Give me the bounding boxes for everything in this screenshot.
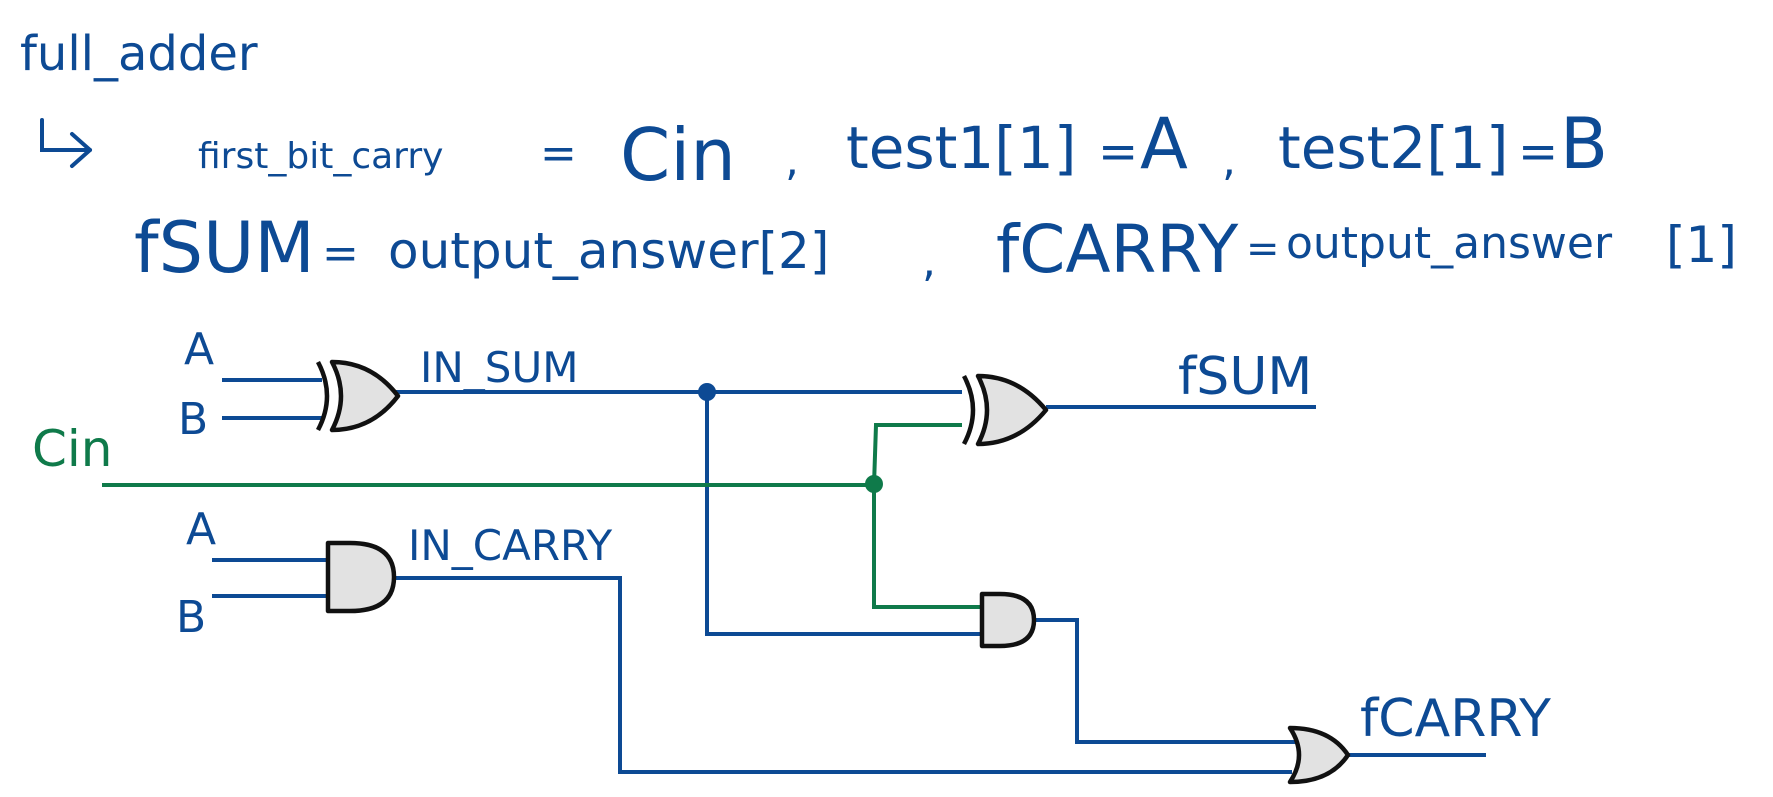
comma-3: , bbox=[922, 236, 936, 287]
junction-cin bbox=[865, 475, 883, 493]
label-input-a-bottom: A bbox=[186, 504, 216, 555]
title-full-adder: full_adder bbox=[20, 26, 258, 82]
label-fcarry-output: fCARRY bbox=[1360, 689, 1551, 749]
and-gate-2 bbox=[979, 591, 1037, 649]
wire-cin-to-xor2 bbox=[872, 423, 962, 486]
or-gate bbox=[1287, 725, 1351, 785]
label-input-b-bottom: B bbox=[176, 592, 206, 643]
label-in-carry: IN_CARRY bbox=[408, 521, 613, 570]
output-answer-text: output_answer bbox=[1286, 218, 1613, 269]
equals-3: = bbox=[1518, 124, 1558, 180]
b-text: B bbox=[1560, 103, 1608, 185]
test2-text: test2[1] bbox=[1278, 114, 1508, 182]
equals-4: = bbox=[322, 228, 359, 279]
label-fsum-output: fSUM bbox=[1178, 347, 1312, 407]
test1-text: test1[1] bbox=[846, 114, 1076, 182]
wire-in-carry bbox=[394, 576, 1292, 774]
wire-cin-to-and2 bbox=[872, 485, 980, 609]
arrow-icon bbox=[40, 118, 92, 168]
label-cin: Cin bbox=[32, 420, 113, 478]
comma-1: , bbox=[785, 135, 799, 186]
wire-and2-out bbox=[1034, 618, 1296, 744]
cin-text: Cin bbox=[620, 113, 736, 197]
equals-2: = bbox=[1098, 124, 1138, 180]
a-text: A bbox=[1140, 103, 1188, 185]
wire-in-sum-branch bbox=[705, 392, 980, 636]
xor-gate-2 bbox=[961, 373, 1049, 447]
comma-2: , bbox=[1222, 135, 1236, 186]
equals-5: = bbox=[1246, 226, 1280, 272]
index-1-text: [1] bbox=[1666, 216, 1737, 274]
label-input-a-top: A bbox=[184, 324, 214, 375]
fcarry-text: fCARRY bbox=[996, 211, 1239, 288]
junction-in-sum bbox=[698, 383, 716, 401]
label-input-b-top: B bbox=[178, 394, 208, 445]
output-answer-2-text: output_answer[2] bbox=[388, 222, 829, 280]
equals-1: = bbox=[540, 128, 577, 179]
first-bit-carry-text: first_bit_carry bbox=[198, 136, 443, 177]
and-gate-1 bbox=[325, 540, 397, 614]
label-in-sum: IN_SUM bbox=[420, 343, 578, 392]
fsum-text: fSUM bbox=[134, 207, 315, 289]
xor-gate-1 bbox=[315, 359, 401, 433]
